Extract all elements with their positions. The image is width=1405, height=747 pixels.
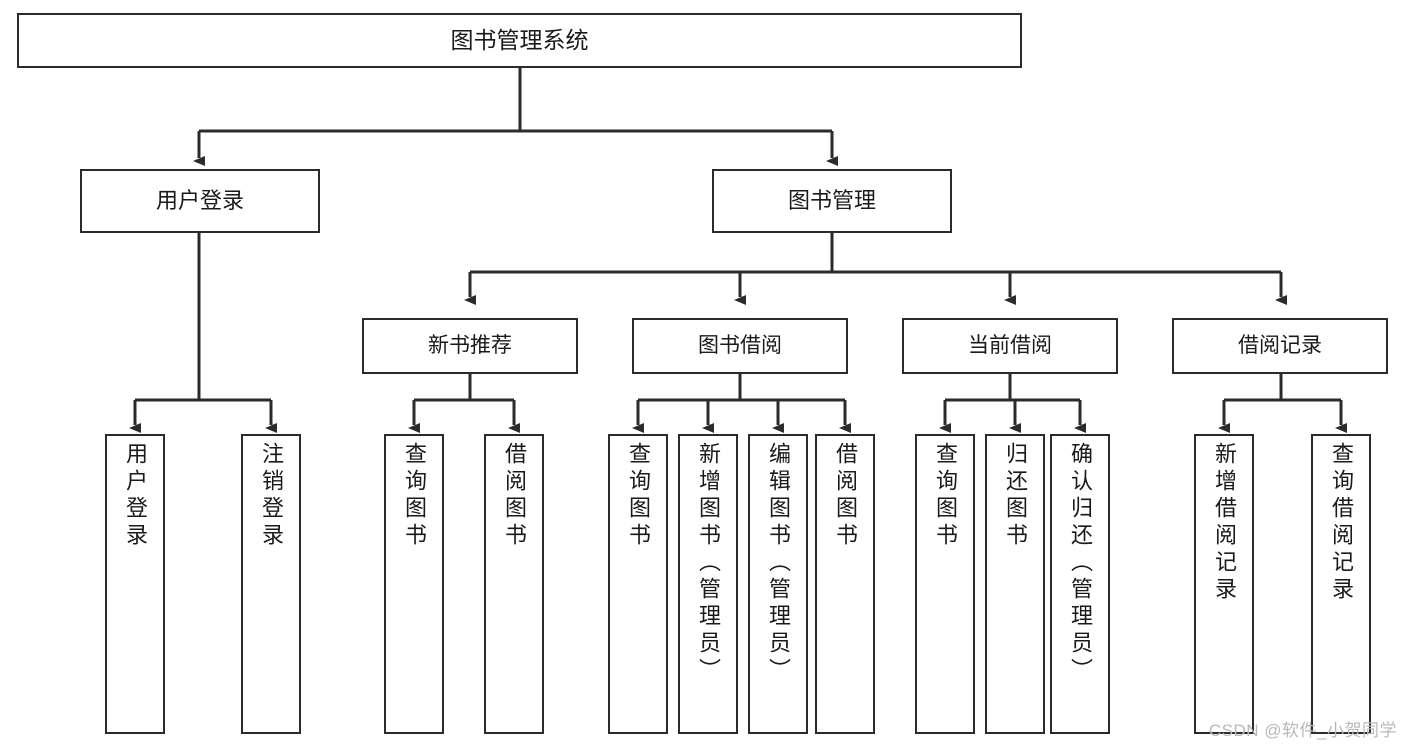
node-current-borrow-label: 当前借阅: [968, 333, 1052, 357]
node-leaf-query-book-2-label: 查询图书: [626, 442, 651, 550]
watermark: CSDN @软件_小贺同学: [1208, 721, 1397, 740]
node-leaf-query-book-3[interactable]: 查询图书: [915, 434, 975, 734]
node-book-management-label: 图书管理: [787, 188, 876, 214]
node-leaf-query-record-label: 查询借阅记录: [1329, 442, 1354, 604]
node-leaf-logout-login[interactable]: 注销登录: [241, 434, 301, 734]
node-leaf-add-record-label: 新增借阅记录: [1212, 442, 1237, 604]
node-root[interactable]: 图书管理系统: [17, 13, 1022, 68]
node-book-management[interactable]: 图书管理: [712, 169, 952, 233]
node-new-book-recommend[interactable]: 新书推荐: [362, 318, 578, 374]
node-current-borrow[interactable]: 当前借阅: [902, 318, 1118, 374]
node-borrow-record-label: 借阅记录: [1238, 333, 1322, 357]
node-leaf-return-book-label: 归还图书: [1003, 442, 1028, 550]
node-user-login[interactable]: 用户登录: [80, 169, 320, 233]
node-leaf-add-book[interactable]: 新增图书（管理员）: [678, 434, 738, 734]
node-book-borrow[interactable]: 图书借阅: [632, 318, 848, 374]
node-leaf-query-book-1[interactable]: 查询图书: [384, 434, 444, 734]
node-leaf-query-book-1-label: 查询图书: [402, 442, 427, 550]
node-leaf-query-book-2[interactable]: 查询图书: [608, 434, 668, 734]
node-user-login-label: 用户登录: [155, 188, 244, 214]
node-borrow-record[interactable]: 借阅记录: [1172, 318, 1388, 374]
node-leaf-query-record[interactable]: 查询借阅记录: [1311, 434, 1371, 734]
node-root-label: 图书管理系统: [450, 27, 589, 54]
node-leaf-confirm-return[interactable]: 确认归还（管理员）: [1050, 434, 1110, 734]
node-leaf-borrow-book-2[interactable]: 借阅图书: [815, 434, 875, 734]
node-leaf-logout-login-label: 注销登录: [259, 442, 284, 550]
node-leaf-add-record[interactable]: 新增借阅记录: [1194, 434, 1254, 734]
node-leaf-query-book-3-label: 查询图书: [933, 442, 958, 550]
node-leaf-user-login[interactable]: 用户登录: [105, 434, 165, 734]
node-leaf-return-book[interactable]: 归还图书: [985, 434, 1045, 734]
node-leaf-add-book-label: 新增图书（管理员）: [696, 442, 721, 685]
node-leaf-user-login-label: 用户登录: [123, 442, 148, 550]
node-leaf-confirm-return-label: 确认归还（管理员）: [1068, 442, 1093, 685]
node-new-book-recommend-label: 新书推荐: [428, 333, 512, 357]
node-leaf-borrow-book-1-label: 借阅图书: [502, 442, 527, 550]
node-leaf-edit-book[interactable]: 编辑图书（管理员）: [748, 434, 808, 734]
node-leaf-borrow-book-1[interactable]: 借阅图书: [484, 434, 544, 734]
node-leaf-edit-book-label: 编辑图书（管理员）: [766, 442, 791, 685]
node-leaf-borrow-book-2-label: 借阅图书: [833, 442, 858, 550]
node-book-borrow-label: 图书借阅: [698, 333, 782, 357]
